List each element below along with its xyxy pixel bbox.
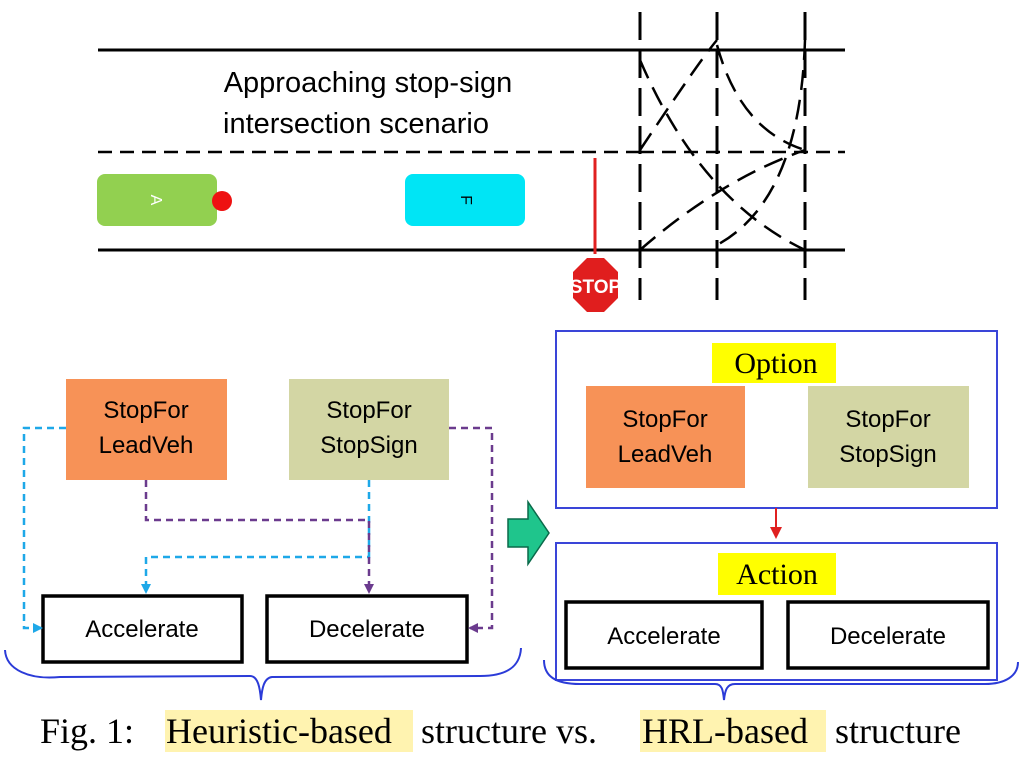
hrl-action-accelerate bbox=[564, 600, 764, 670]
vehicle-f-label: F bbox=[457, 195, 474, 205]
turn-arc-1 bbox=[638, 59, 806, 252]
purple-arrow-leadveh-to-decelerate bbox=[144, 480, 374, 594]
hrl-option-stopsign bbox=[808, 386, 969, 488]
hrl-action-decelerate-label: Decelerate bbox=[830, 623, 946, 650]
hrl-action-label-highlight bbox=[718, 553, 836, 595]
road-scenario: Approaching stop-sign intersection scena… bbox=[97, 12, 845, 316]
blue-arrow-stopsign-to-accelerate bbox=[141, 480, 371, 594]
heuristic-option-stopsign-line2: StopSign bbox=[320, 432, 417, 459]
heuristic-option-stopsign-line1: StopFor bbox=[326, 397, 411, 424]
heuristic-action-accelerate bbox=[41, 594, 244, 664]
caption-prefix: Fig. 1: bbox=[40, 711, 143, 751]
caption-hrl: HRL-based bbox=[642, 711, 808, 751]
heuristic-option-stopsign bbox=[289, 379, 449, 480]
hrl-action-accelerate-label: Accelerate bbox=[607, 623, 720, 650]
hrl-structure: Option StopFor LeadVeh StopFor StopSign … bbox=[543, 330, 1019, 701]
sensor-dot bbox=[212, 191, 232, 211]
hrl-action-label: Action bbox=[736, 558, 818, 591]
hrl-option-stopsign-line1: StopFor bbox=[845, 406, 930, 433]
caption-highlight-heuristic bbox=[165, 710, 413, 752]
hrl-option-label: Option bbox=[734, 347, 817, 380]
stop-sign-label: STOP bbox=[570, 277, 622, 298]
heuristic-hand-brace bbox=[4, 647, 522, 701]
hrl-action-decelerate bbox=[786, 600, 990, 670]
scenario-title-line1: Approaching stop-sign bbox=[224, 67, 513, 99]
transition-arrow-icon bbox=[507, 499, 550, 567]
caption-text: Fig. 1: Heuristic-based structure vs. HR… bbox=[40, 711, 961, 751]
hrl-option-label-highlight bbox=[712, 343, 836, 383]
heuristic-structure: StopFor LeadVeh StopFor StopSign Acceler… bbox=[4, 379, 522, 701]
turn-arc-4 bbox=[716, 39, 807, 247]
heuristic-option-leadveh-line1: StopFor bbox=[103, 397, 188, 424]
turn-arc-2 bbox=[638, 39, 718, 151]
heuristic-option-leadveh-line2: LeadVeh bbox=[99, 432, 194, 459]
vehicle-a-label: A bbox=[147, 195, 164, 206]
stop-sign-icon: STOP bbox=[569, 254, 622, 316]
caption-highlight-hrl bbox=[640, 710, 826, 752]
turn-arc-5 bbox=[639, 148, 806, 251]
heuristic-option-leadveh bbox=[66, 379, 227, 480]
hrl-option-stopsign-line2: StopSign bbox=[839, 441, 936, 468]
hrl-action-frame bbox=[555, 542, 998, 681]
hrl-option-leadveh-line1: StopFor bbox=[622, 406, 707, 433]
caption-suffix: structure bbox=[826, 711, 961, 751]
figure-caption: Fig. 1: Heuristic-based structure vs. HR… bbox=[40, 710, 961, 752]
heuristic-action-decelerate bbox=[265, 594, 469, 664]
vehicle-a bbox=[97, 174, 217, 226]
hrl-option-leadveh bbox=[586, 386, 745, 488]
scenario-title-line2: intersection scenario bbox=[223, 108, 489, 140]
caption-mid: structure vs. bbox=[412, 711, 606, 751]
hrl-option-leadveh-line2: LeadVeh bbox=[618, 441, 713, 468]
heuristic-action-decelerate-label: Decelerate bbox=[309, 616, 425, 643]
purple-arrow-stopsign-to-decelerate bbox=[449, 426, 494, 633]
caption-heuristic: Heuristic-based bbox=[166, 711, 392, 751]
heuristic-action-accelerate-label: Accelerate bbox=[85, 616, 198, 643]
hrl-hand-brace bbox=[543, 659, 1019, 701]
vehicle-f bbox=[405, 174, 525, 226]
